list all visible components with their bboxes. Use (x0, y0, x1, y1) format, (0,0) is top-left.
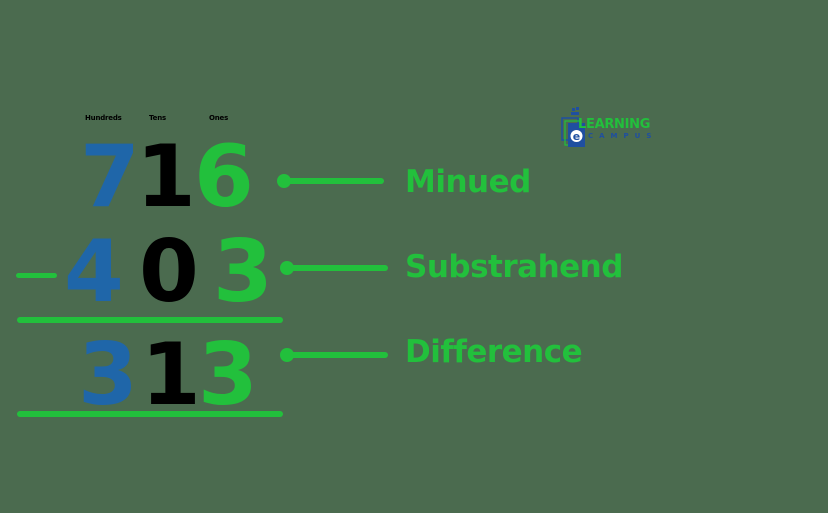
minuend-ones-digit: 6 (194, 127, 254, 227)
difference-ones-digit: 3 (198, 325, 258, 425)
subtrahend-ones-digit: 3 (213, 222, 273, 322)
subtrahend-connector-line (287, 265, 388, 271)
minuend-label: Minued (405, 164, 531, 200)
logo-text-campus: CAMPUS (588, 132, 658, 140)
subtrahend-label: Substrahend (405, 249, 623, 285)
column-header-ones: Ones (209, 114, 229, 122)
subtraction-line (17, 317, 283, 323)
svg-text:e: e (573, 130, 580, 143)
difference-connector-line (287, 352, 388, 358)
minus-sign (16, 273, 57, 278)
difference-label: Difference (405, 334, 583, 370)
minuend-connector-line (284, 178, 384, 184)
subtrahend-tens-digit: 0 (139, 222, 199, 322)
minuend-tens-digit: 1 (136, 127, 196, 227)
subtrahend-hundreds-digit: 4 (64, 222, 124, 322)
minuend-hundreds-digit: 7 (80, 127, 140, 227)
column-header-tens: Tens (149, 114, 166, 122)
difference-tens-digit: 1 (141, 325, 201, 425)
book-icon: e (561, 107, 585, 147)
elearning-campus-logo: e LEARNING CAMPUS (560, 104, 675, 150)
bottom-line (17, 411, 283, 417)
column-header-hundreds: Hundreds (85, 114, 122, 122)
logo-text-learning: LEARNING (578, 117, 651, 132)
difference-hundreds-digit: 3 (78, 325, 138, 425)
